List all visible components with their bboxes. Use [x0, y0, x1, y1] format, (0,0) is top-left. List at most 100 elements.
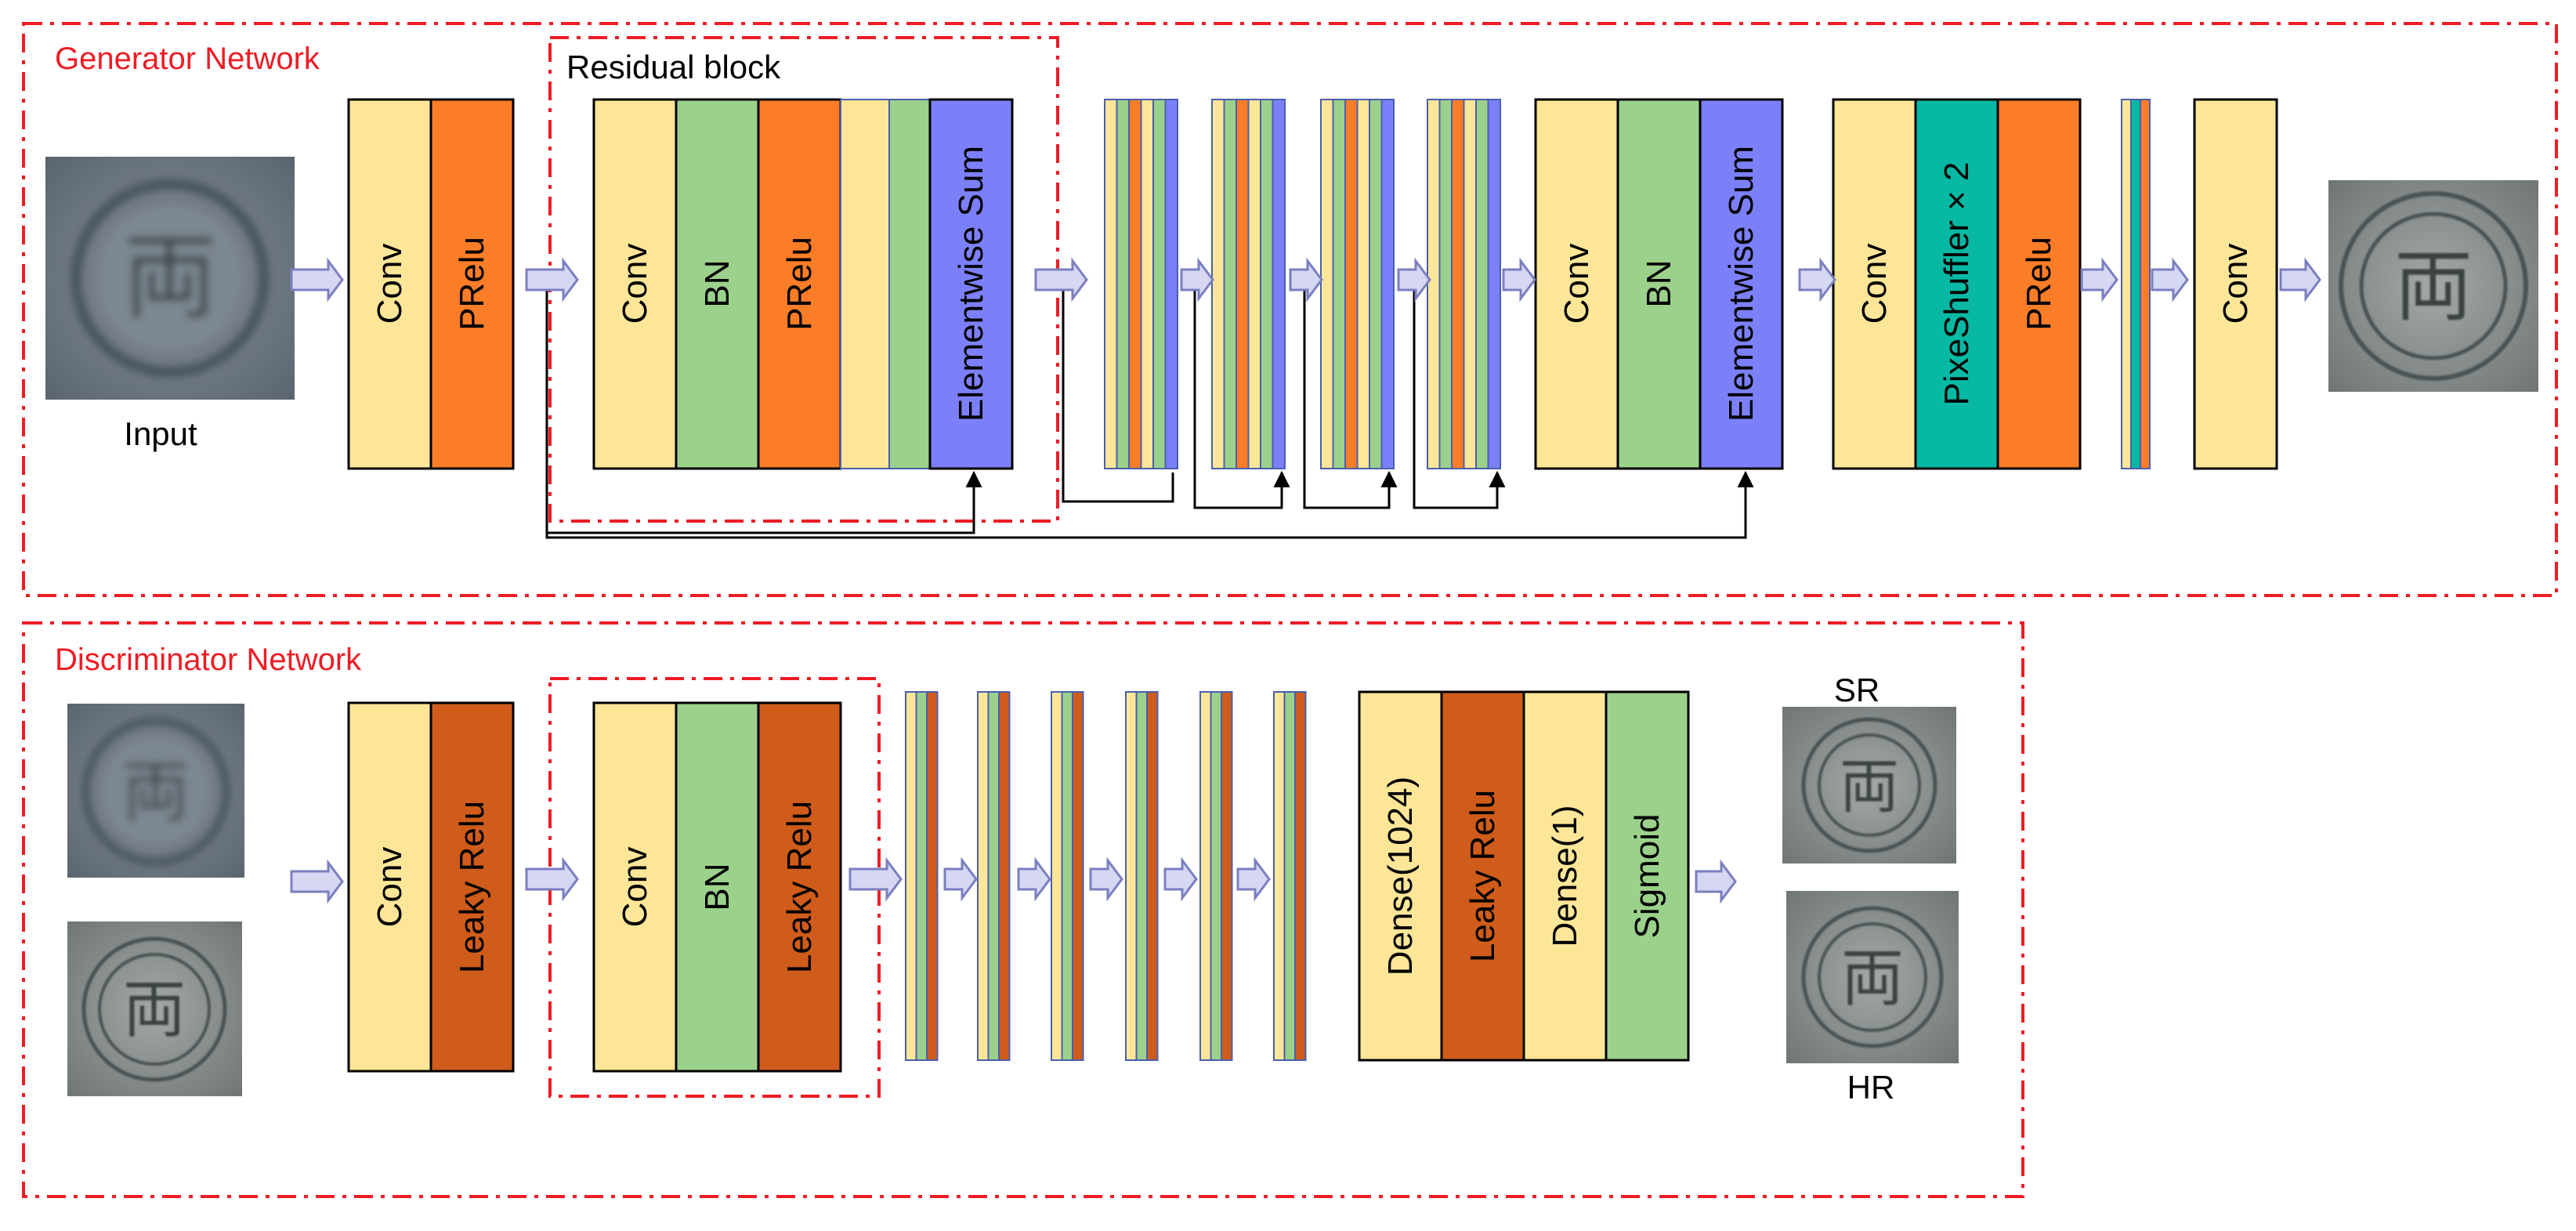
disc-leaky2-block: Leaky Relu [1440, 690, 1525, 1062]
disc-input-sr-image: 両 [67, 704, 244, 878]
residual-stack-1 [1104, 99, 1178, 469]
generator-frame [22, 22, 2558, 597]
gen-pixelshuffler-block: PixeShuffler × 2 [1914, 98, 1999, 470]
repeated-residual-blocks [1104, 99, 1501, 469]
disc-conv1-block: Conv [347, 701, 432, 1073]
disc-output-sr-image: 両 [1782, 707, 1956, 864]
gen-post-conv-block: Conv [1534, 98, 1619, 470]
gen-skip-connections [545, 280, 1754, 539]
disc-db-conv-block: Conv [592, 701, 678, 1073]
svg-text:両: 両 [123, 225, 217, 330]
disc-arrow-6 [1089, 856, 1123, 902]
svg-text:BN: BN [698, 863, 736, 911]
disc-output-hr-image: 両 [1786, 891, 1959, 1063]
svg-text:Conv: Conv [371, 847, 409, 928]
disc-arrow-3 [848, 856, 903, 902]
svg-text:Sigmoid: Sigmoid [1628, 814, 1666, 939]
generator-title: Generator Network [55, 42, 320, 76]
hr-label: HR [1847, 1069, 1895, 1106]
disc-stack-2 [977, 691, 1011, 1061]
svg-text:Dense(1024): Dense(1024) [1381, 777, 1420, 976]
svg-text:Conv: Conv [616, 244, 654, 324]
svg-text:Leaky Relu: Leaky Relu [1463, 790, 1502, 962]
svg-text:PRelu: PRelu [780, 237, 819, 331]
svg-text:両: 両 [1840, 754, 1899, 820]
gen-arrow-10 [2151, 257, 2189, 302]
disc-arrow-1 [290, 859, 344, 904]
gen-arrow-3 [1034, 257, 1088, 302]
gen-arrow-11 [2279, 257, 2321, 302]
disc-stack-4 [1125, 691, 1159, 1061]
gen-arrow-8 [1798, 257, 1836, 302]
input-label: Input [124, 415, 197, 452]
gen-arrow-9 [2080, 257, 2118, 302]
svg-text:Leaky Relu: Leaky Relu [780, 801, 819, 973]
disc-db-bn-block: BN [675, 701, 760, 1073]
residual-stack-3 [1320, 99, 1395, 469]
svg-text:Elementwise Sum: Elementwise Sum [952, 146, 990, 422]
gen-rb-sum-block: Elementwise Sum [928, 98, 1014, 470]
output-image: 両 [2328, 180, 2538, 392]
svg-text:PRelu: PRelu [453, 237, 491, 331]
sr-label: SR [1834, 672, 1880, 708]
svg-text:PixeShuffler × 2: PixeShuffler × 2 [1937, 161, 1976, 405]
svg-text:Dense(1): Dense(1) [1546, 806, 1584, 947]
disc-stack-5 [1199, 691, 1233, 1061]
svg-text:両: 両 [1841, 943, 1904, 1013]
gen-rb-conv-block: Conv [592, 98, 678, 470]
disc-arrow-4 [943, 856, 978, 902]
disc-arrow-5 [1017, 856, 1051, 902]
residual-block-label: Residual block [566, 49, 781, 85]
input-image: 両 [45, 157, 295, 400]
gen-prelu1-block: PRelu [429, 98, 515, 470]
svg-text:両: 両 [2394, 243, 2473, 331]
disc-flow-arrows [290, 856, 1737, 904]
svg-text:両: 両 [122, 755, 190, 830]
residual-stack-4 [1427, 99, 1501, 469]
gen-rb-prelu-block: PRelu [757, 98, 842, 470]
discriminator-title: Discriminator Network [55, 643, 362, 677]
disc-db-leaky-block: Leaky Relu [757, 701, 842, 1073]
discriminator-frame [22, 621, 2024, 1198]
gen-small-stack [2121, 99, 2151, 469]
gen-post-sum-block: Elementwise Sum [1699, 98, 1784, 470]
svg-text:Conv: Conv [1558, 244, 1596, 324]
gen-up-prelu-block: PRelu [1996, 98, 2082, 470]
gen-flow-arrows [290, 257, 2321, 302]
disc-dense1024-block: Dense(1024) [1358, 690, 1443, 1062]
gen-up-conv-block: Conv [1832, 98, 1917, 470]
residual-stack-2 [1211, 99, 1286, 469]
gen-arrow-2 [525, 257, 579, 302]
svg-text:Leaky Relu: Leaky Relu [453, 801, 491, 973]
svg-text:BN: BN [1640, 259, 1678, 307]
svg-text:Conv: Conv [371, 244, 409, 324]
disc-leaky1-block: Leaky Relu [429, 701, 515, 1073]
disc-arrow-9 [1695, 859, 1737, 904]
gen-out-conv-block: Conv [2193, 98, 2278, 470]
gen-arrow-7 [1502, 257, 1536, 302]
disc-sigmoid-block: Sigmoid [1605, 690, 1690, 1062]
svg-text:BN: BN [698, 259, 736, 307]
svg-text:両: 両 [123, 975, 186, 1045]
disc-stack-6 [1273, 691, 1307, 1061]
disc-input-hr-image: 両 [67, 921, 242, 1096]
gen-conv1-block: Conv [347, 98, 432, 470]
disc-arrow-7 [1163, 856, 1198, 902]
svg-text:Conv: Conv [1855, 244, 1894, 324]
disc-repeated-blocks [905, 691, 1307, 1061]
disc-arrow-8 [1236, 856, 1271, 902]
gen-arrow-1 [290, 257, 344, 302]
gen-arrow-5 [1289, 257, 1323, 302]
gen-post-bn-block: BN [1616, 98, 1702, 470]
gen-arrow-4 [1180, 257, 1214, 302]
gen-rb-thin-bn [888, 99, 931, 469]
disc-stack-1 [905, 691, 939, 1061]
gen-rb-thin-conv [840, 99, 890, 469]
disc-stack-3 [1051, 691, 1084, 1061]
svg-text:Elementwise Sum: Elementwise Sum [1722, 146, 1760, 422]
svg-text:PRelu: PRelu [2020, 237, 2058, 331]
gen-arrow-6 [1397, 257, 1431, 302]
disc-dense1-block: Dense(1) [1522, 690, 1608, 1062]
svg-text:Conv: Conv [616, 847, 654, 928]
